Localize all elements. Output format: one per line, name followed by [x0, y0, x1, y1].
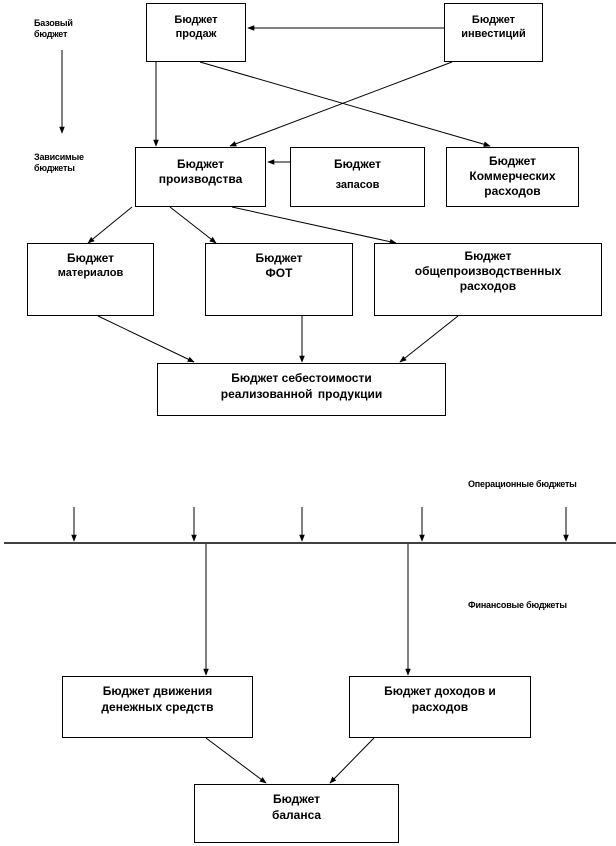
- label-operational-budgets: Операционные бюджеты: [468, 479, 577, 489]
- box-commercial-line-2: Коммерческих: [469, 169, 556, 183]
- arrow-sales-to-commercial: [199, 61, 491, 147]
- label-dependent-line-2: бюджеты: [34, 163, 75, 173]
- box-overhead-budget: Бюджет общепроизводственных расходов: [374, 243, 602, 316]
- arrow-overhead-to-cost: [399, 315, 459, 363]
- label-base-budget: Базовый бюджет: [34, 18, 73, 40]
- box-sales-budget: Бюджет продаж: [146, 3, 246, 62]
- box-balance-budget: Бюджет баланса: [194, 784, 399, 843]
- box-payroll-budget: Бюджет ФОТ: [205, 243, 353, 316]
- box-overhead-line-1: Бюджет: [464, 249, 512, 263]
- box-production-budget: Бюджет производства: [135, 147, 266, 207]
- label-financial-budgets: Финансовые бюджеты: [468, 600, 567, 610]
- box-cost-line-2: реализованной продукции: [220, 387, 383, 401]
- box-investment-line-1: Бюджет: [471, 14, 516, 26]
- box-materials-line-1: Бюджет: [66, 251, 115, 265]
- box-sales-line-2: продаж: [175, 28, 217, 40]
- box-income-line-2: расходов: [411, 700, 469, 714]
- box-income-expenses-budget: Бюджет доходов и расходов: [349, 676, 531, 738]
- arrow-production-to-overhead: [231, 206, 397, 245]
- box-investment-line-2: инвестиций: [461, 28, 526, 40]
- box-balance-line-1: Бюджет: [272, 792, 321, 806]
- box-cost-of-goods-budget: Бюджет себестоимости реализованной проду…: [157, 363, 446, 416]
- box-payroll-line-2: ФОТ: [265, 266, 293, 280]
- box-materials-budget: Бюджет материалов: [27, 243, 154, 316]
- box-sales-line-1: Бюджет: [174, 14, 218, 26]
- box-cost-line-1: Бюджет себестоимости: [231, 371, 372, 385]
- box-production-line-2: производства: [158, 172, 243, 186]
- arrow-production-to-materials: [87, 206, 133, 244]
- box-investment-budget: Бюджет инвестиций: [444, 3, 543, 62]
- box-cashflow-line-1: Бюджет движения: [102, 684, 213, 698]
- arrow-cashflow-to-balance: [205, 737, 267, 784]
- arrow-materials-to-cost: [97, 315, 195, 363]
- box-income-line-1: Бюджет доходов и: [384, 684, 496, 698]
- arrow-income-to-balance: [329, 737, 375, 784]
- box-materials-line-2: материалов: [57, 267, 124, 279]
- box-inventory-line-1: Бюджет: [333, 157, 382, 171]
- arrow-investment-to-production: [229, 61, 453, 147]
- label-base-line-1: Базовый: [34, 18, 73, 28]
- box-commercial-line-3: расходов: [484, 184, 541, 198]
- box-cashflow-budget: Бюджет движения денежных средств: [62, 676, 253, 738]
- box-overhead-line-3: расходов: [459, 279, 517, 293]
- box-inventory-budget: Бюджет запасов: [290, 147, 425, 207]
- label-base-line-2: бюджет: [34, 29, 68, 39]
- box-commercial-expenses-budget: Бюджет Коммерческих расходов: [446, 147, 579, 207]
- box-production-line-1: Бюджет: [176, 157, 225, 171]
- arrow-production-to-payroll: [169, 206, 217, 244]
- box-overhead-line-2: общепроизводственных: [414, 264, 562, 278]
- box-cashflow-line-2: денежных средств: [101, 700, 214, 714]
- label-dependent-budgets: Зависимые бюджеты: [34, 152, 84, 174]
- box-payroll-line-1: Бюджет: [255, 251, 303, 265]
- label-dependent-line-1: Зависимые: [34, 152, 84, 162]
- box-commercial-line-1: Бюджет: [488, 154, 537, 168]
- box-balance-line-2: баланса: [271, 808, 322, 822]
- box-inventory-line-2: запасов: [335, 179, 380, 191]
